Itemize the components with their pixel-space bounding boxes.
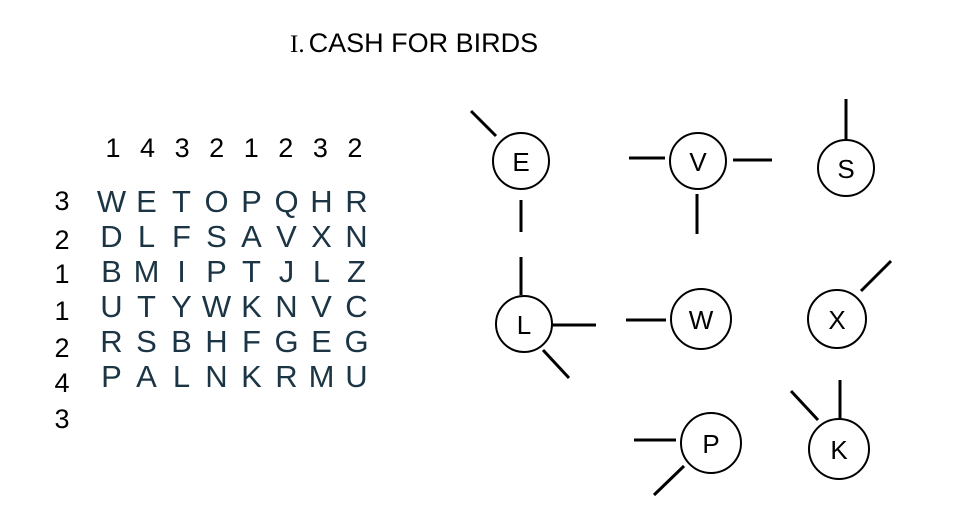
island-e: E bbox=[492, 132, 550, 190]
row-clue: 3 bbox=[54, 404, 70, 434]
column-clue: 3 bbox=[174, 132, 190, 163]
island-label: L bbox=[517, 310, 531, 340]
island-v: V bbox=[669, 132, 727, 190]
bridge-stub bbox=[652, 464, 686, 497]
grid-cell: V bbox=[311, 288, 332, 324]
grid-cell: S bbox=[136, 323, 157, 359]
island-label: X bbox=[828, 305, 845, 335]
grid-cell: Q bbox=[274, 183, 299, 219]
grid-cell: K bbox=[241, 288, 262, 324]
grid-cell: T bbox=[242, 253, 261, 289]
grid-cell: F bbox=[242, 323, 261, 359]
grid-cell: L bbox=[172, 358, 191, 394]
row-clue: 3 bbox=[54, 186, 70, 216]
grid-cell: C bbox=[345, 288, 368, 324]
grid-cell: R bbox=[275, 358, 298, 394]
grid-cell: P bbox=[206, 253, 227, 289]
grid-cell: P bbox=[241, 183, 262, 219]
grid-cell: P bbox=[101, 358, 122, 394]
grid-cell: V bbox=[276, 218, 297, 254]
grid-cell: T bbox=[172, 183, 191, 219]
grid-cell: F bbox=[172, 218, 191, 254]
grid-cell: G bbox=[344, 323, 369, 359]
column-clue: 2 bbox=[278, 132, 294, 163]
column-clues: 1 4 3 2 1 2 3 2 bbox=[96, 130, 372, 166]
grid-cell: Z bbox=[347, 253, 366, 289]
grid-cell: X bbox=[311, 218, 332, 254]
column-clue: 2 bbox=[347, 132, 363, 163]
island-k: K bbox=[808, 418, 870, 480]
row-clue: 4 bbox=[54, 368, 70, 398]
island-label: S bbox=[837, 154, 854, 184]
column-clue: 2 bbox=[209, 132, 225, 163]
grid-cell: B bbox=[171, 323, 192, 359]
column-clue: 4 bbox=[140, 132, 156, 163]
grid-cell: D bbox=[100, 218, 123, 254]
row-clue: 2 bbox=[54, 333, 70, 363]
island-label: V bbox=[689, 147, 707, 177]
grid-cell: G bbox=[274, 323, 299, 359]
grid-cell: E bbox=[311, 323, 332, 359]
island-l: L bbox=[495, 295, 553, 353]
grid-cell: J bbox=[278, 253, 295, 289]
grid-cell: R bbox=[100, 323, 123, 359]
grid-cell: U bbox=[100, 288, 123, 324]
grid-cell: I bbox=[177, 253, 186, 289]
puzzle-title: I. CASH FOR BIRDS bbox=[290, 28, 538, 68]
island-s: S bbox=[817, 139, 875, 197]
grid-cell: N bbox=[275, 288, 298, 324]
column-clue: 1 bbox=[243, 132, 259, 163]
bridge-stub bbox=[859, 259, 893, 293]
grid-cell: N bbox=[205, 358, 228, 394]
grid-cell: E bbox=[136, 183, 157, 219]
island-label: P bbox=[702, 429, 719, 459]
grid-cell: O bbox=[204, 183, 229, 219]
bridge-stub bbox=[469, 109, 498, 138]
row-clue: 1 bbox=[54, 296, 70, 326]
grid-cell: B bbox=[101, 253, 122, 289]
island-label: K bbox=[830, 435, 848, 465]
grid-cell: W bbox=[96, 183, 127, 219]
island-label: W bbox=[689, 305, 714, 335]
grid-cell: Y bbox=[171, 288, 192, 324]
row-clue: 1 bbox=[54, 259, 70, 289]
grid-cell: T bbox=[137, 288, 156, 324]
grid-cell: L bbox=[137, 218, 156, 254]
grid-cell: R bbox=[345, 183, 368, 219]
bridge-stub bbox=[541, 348, 571, 380]
grid-cell: M bbox=[133, 253, 160, 289]
column-clue: 3 bbox=[312, 132, 328, 163]
grid-cell: L bbox=[312, 253, 331, 289]
grid-cell: U bbox=[345, 358, 368, 394]
island-p: P bbox=[680, 412, 742, 474]
grid-cell: A bbox=[241, 218, 262, 254]
puzzle-title-text: CASH FOR BIRDS bbox=[308, 28, 539, 58]
grid-cell: H bbox=[205, 323, 228, 359]
grid-cell: N bbox=[345, 218, 368, 254]
grid-cell: K bbox=[241, 358, 262, 394]
island-x: X bbox=[807, 289, 867, 349]
grid-cell: S bbox=[206, 218, 227, 254]
grid-cell: H bbox=[310, 183, 333, 219]
bridge-stub bbox=[789, 389, 820, 422]
grid-cell: W bbox=[201, 288, 232, 324]
puzzle-number: I. bbox=[290, 31, 305, 58]
column-clue: 1 bbox=[105, 132, 121, 163]
row-clue: 2 bbox=[54, 225, 70, 255]
island-w: W bbox=[670, 288, 732, 350]
grid-cell: A bbox=[136, 358, 157, 394]
island-label: E bbox=[512, 147, 529, 177]
grid-cell: M bbox=[308, 358, 335, 394]
